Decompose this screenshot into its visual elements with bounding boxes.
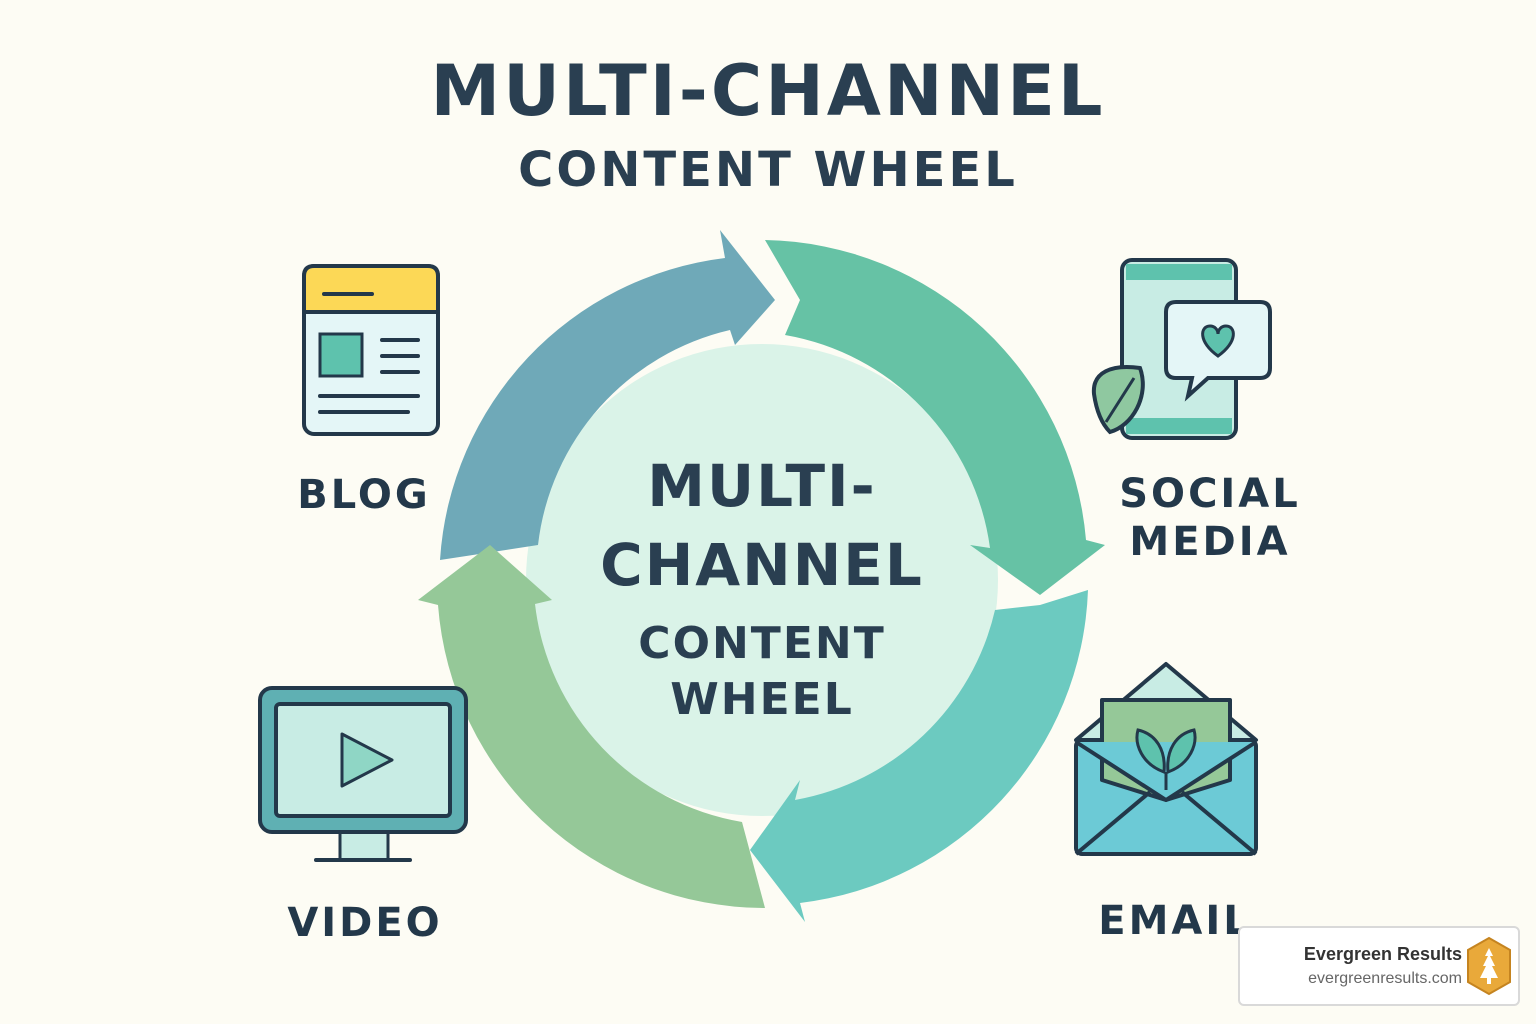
wheel-arrow-top-left — [440, 230, 775, 560]
center-text-line-2: CHANNEL — [600, 531, 924, 599]
blog-page-icon — [302, 264, 440, 436]
channel-label-social-line-1: SOCIAL — [1119, 471, 1301, 517]
envelope-leaf-icon — [1074, 662, 1258, 856]
center-text-line-3: CONTENT — [638, 618, 886, 669]
page-subtitle: CONTENT WHEEL — [518, 142, 1018, 198]
evergreen-hexagon-logo-icon — [1467, 936, 1511, 996]
wheel-arrow-bottom-left — [418, 545, 765, 908]
brand-badge: Evergreen Results evergreenresults.com — [1238, 926, 1520, 1006]
center-disc — [526, 344, 998, 816]
channel-label-video: VIDEO — [287, 900, 443, 946]
badge-url: evergreenresults.com — [1308, 970, 1462, 987]
page-title: MULTI-CHANNEL — [430, 50, 1106, 132]
smartphone-heart-icon — [1091, 258, 1272, 440]
channel-label-social-line-2: MEDIA — [1129, 519, 1291, 565]
channel-label-social-media: SOCIAL MEDIA — [1100, 470, 1320, 566]
center-text-line-4: WHEEL — [670, 674, 854, 725]
monitor-play-icon — [258, 686, 468, 862]
channel-label-email: EMAIL — [1098, 898, 1252, 944]
channel-label-blog: BLOG — [297, 472, 431, 518]
badge-name: Evergreen Results — [1303, 944, 1462, 964]
wheel-arrow-top-right — [765, 240, 1105, 595]
center-text-line-1: MULTI- — [647, 452, 877, 520]
wheel-arrow-bottom-right — [750, 590, 1088, 922]
